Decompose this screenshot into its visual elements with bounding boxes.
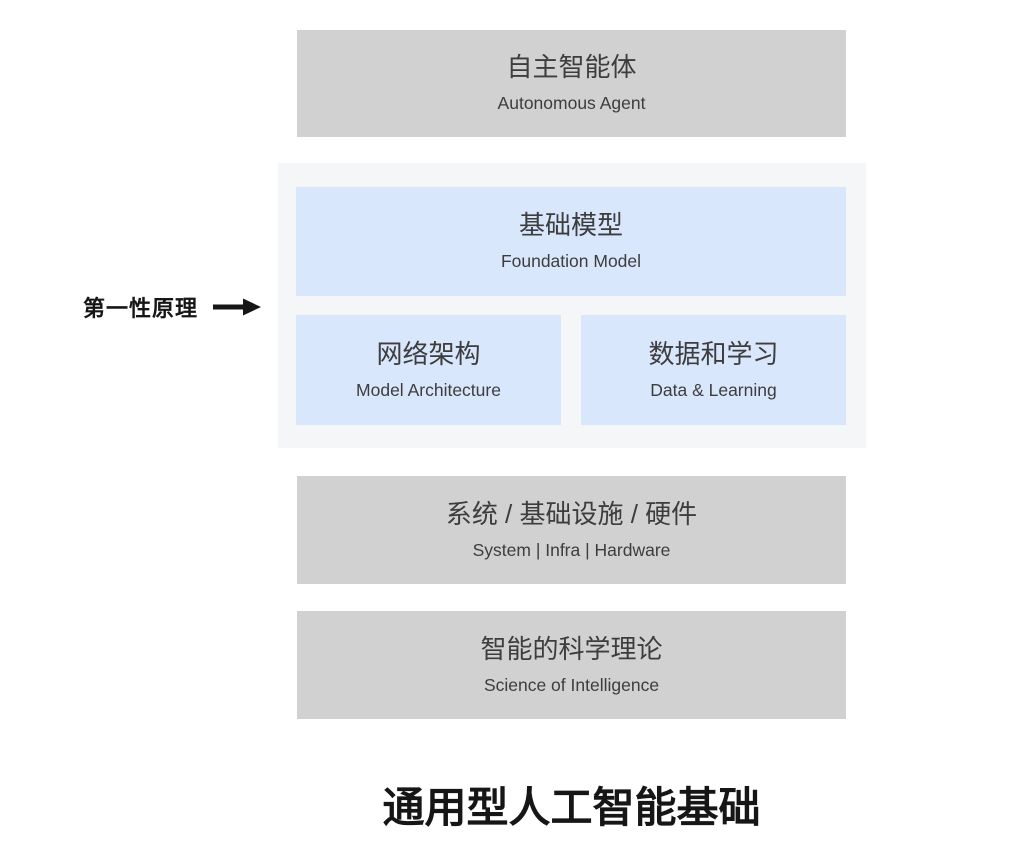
layer-foundation-model: 基础模型 Foundation Model: [296, 187, 846, 296]
layer-system-infra-hardware: 系统 / 基础设施 / 硬件 System | Infra | Hardware: [297, 476, 846, 584]
layer-autonomous-agent: 自主智能体 Autonomous Agent: [297, 30, 846, 137]
layer-system-infra-hardware-zh: 系统 / 基础设施 / 硬件: [445, 498, 698, 529]
layer-data-learning-zh: 数据和学习: [648, 338, 779, 369]
layer-model-architecture: 网络架构 Model Architecture: [296, 315, 561, 425]
layer-system-infra-hardware-en: System | Infra | Hardware: [472, 539, 671, 560]
first-principles-group: 基础模型 Foundation Model 网络架构 Model Archite…: [278, 163, 866, 448]
layer-model-architecture-zh: 网络架构: [376, 338, 481, 369]
layer-model-architecture-en: Model Architecture: [356, 379, 501, 400]
layer-foundation-model-zh: 基础模型: [518, 210, 623, 241]
layer-autonomous-agent-zh: 自主智能体: [506, 52, 637, 83]
first-principles-label-text: 第一性原理: [83, 296, 199, 321]
layer-foundation-model-en: Foundation Model: [500, 251, 642, 272]
layer-science-of-intelligence: 智能的科学理论 Science of Intelligence: [297, 611, 846, 719]
layer-data-learning: 数据和学习 Data & Learning: [581, 315, 846, 425]
layer-data-learning-en: Data & Learning: [650, 379, 777, 400]
layer-autonomous-agent-en: Autonomous Agent: [497, 93, 646, 114]
first-principles-label: 第一性原理: [83, 291, 262, 323]
page-title: 通用型人工智能基础: [382, 784, 761, 831]
arrow-right-icon: [213, 298, 262, 316]
layer-science-of-intelligence-en: Science of Intelligence: [483, 674, 660, 695]
layer-science-of-intelligence-zh: 智能的科学理论: [480, 633, 663, 664]
